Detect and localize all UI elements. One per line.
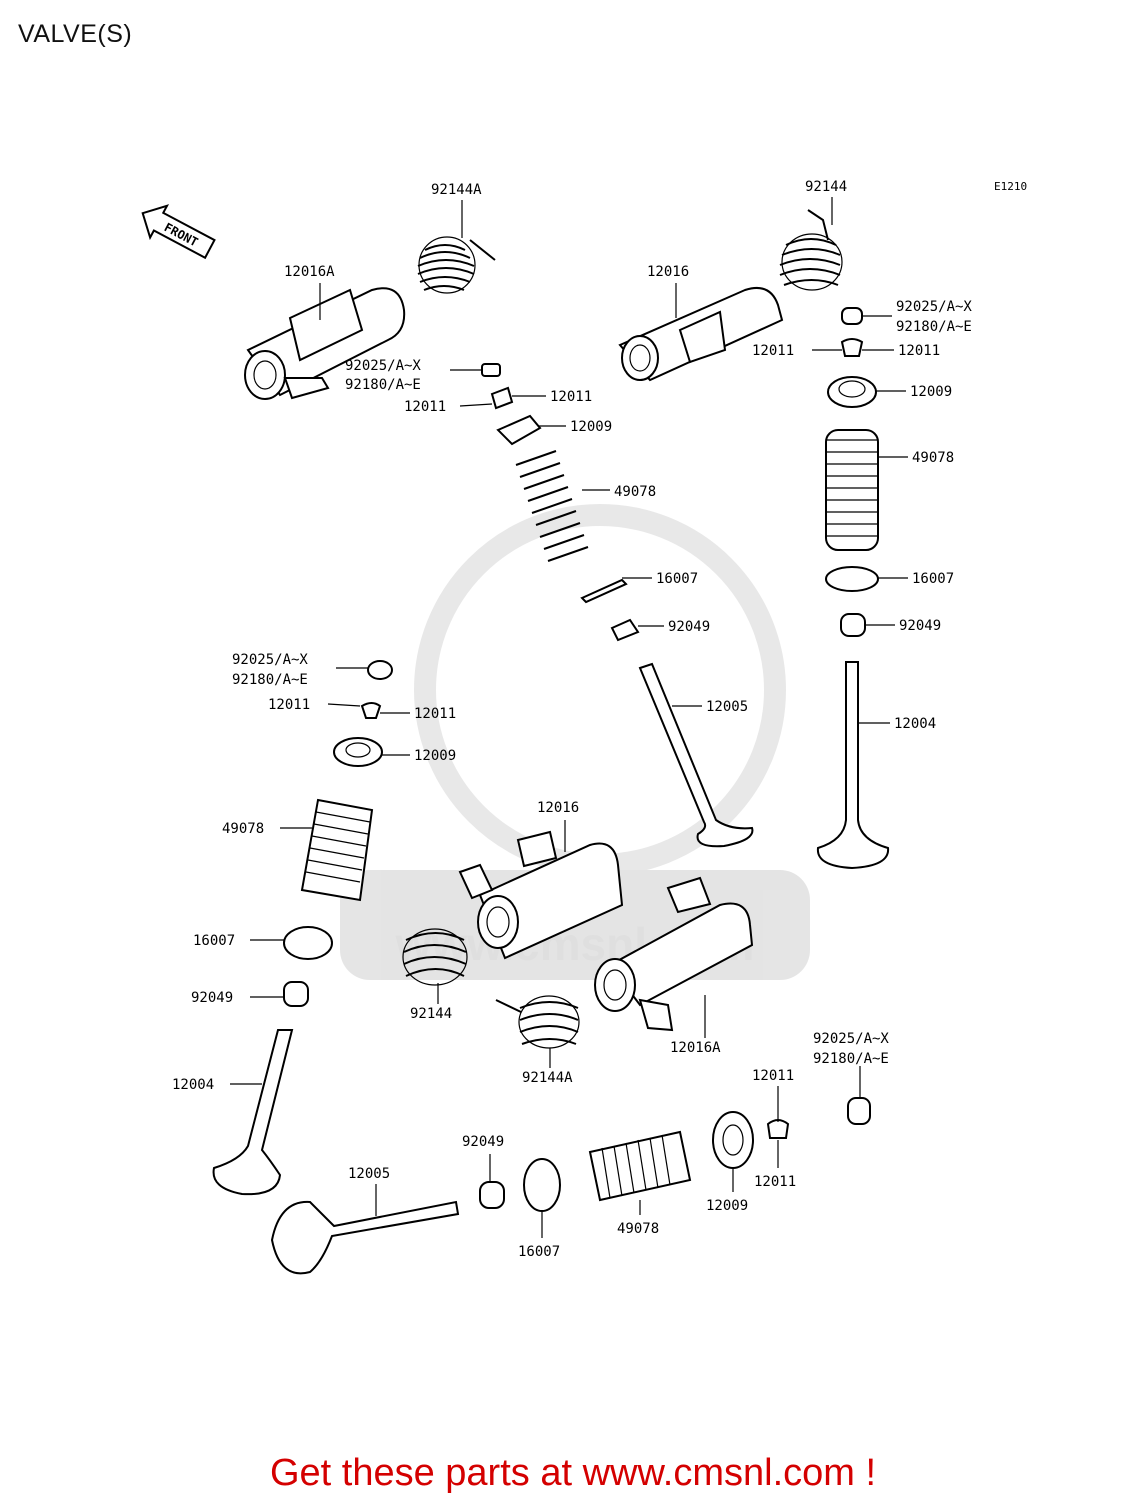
valve-12004-left[interactable] (212, 1029, 294, 1196)
callout-retainer-left: 12009 (414, 748, 456, 764)
rocker-arm-12016a-top[interactable] (244, 287, 406, 400)
callout-vspring-bottom: 49078 (617, 1221, 659, 1237)
callout-retainer-tr: 12009 (910, 384, 952, 400)
rocker-arm-12016-bottom[interactable] (458, 830, 624, 960)
spring-92144a-bottom[interactable] (495, 995, 580, 1049)
callout-shim-bottom-1: 92025/A~X (813, 1031, 889, 1047)
callout-cotter-tr-l: 12011 (752, 343, 794, 359)
valve-spring-bottom[interactable] (588, 1130, 692, 1202)
cotter-left[interactable] (360, 702, 382, 719)
callout-shim-tr-1: 92025/A~X (896, 299, 972, 315)
spring-92144-top[interactable] (779, 209, 843, 291)
callout-retainer-mid: 12009 (570, 419, 612, 435)
callout-12016a-top: 12016A (284, 264, 335, 280)
valve-12005-mid[interactable] (638, 662, 754, 848)
valve-seal-left[interactable] (283, 981, 309, 1007)
callout-vspring-mid: 49078 (614, 484, 656, 500)
retainer-bottom[interactable] (712, 1111, 754, 1169)
callout-cotter-bottom-b: 12011 (754, 1174, 796, 1190)
spring-92144a-top[interactable] (417, 236, 496, 294)
shim-left[interactable] (367, 660, 393, 680)
callout-cotter-left-l: 12011 (268, 697, 310, 713)
front-arrow-icon: FRONT (141, 204, 216, 260)
valve-12004-top-right[interactable] (816, 661, 890, 870)
callout-cotter-mid-l: 12011 (404, 399, 446, 415)
retainer-left[interactable] (333, 737, 383, 767)
callout-shim-tr-2: 92180/A~E (896, 319, 972, 335)
valve-spring-mid[interactable] (515, 450, 589, 562)
diagram-code: E1210 (994, 180, 1027, 193)
spring-92144-bottom[interactable] (402, 928, 468, 986)
callout-shim-bottom-2: 92180/A~E (813, 1051, 889, 1067)
callout-seat-tr: 16007 (912, 571, 954, 587)
callout-shim-left-2: 92180/A~E (232, 672, 308, 688)
spring-seat-bottom[interactable] (523, 1158, 561, 1212)
callout-shim-mid-1: 92025/A~X (345, 358, 421, 374)
callout-cotter-tr-r: 12011 (898, 343, 940, 359)
callout-valve-tr: 12004 (894, 716, 936, 732)
callout-vspring-left: 49078 (222, 821, 264, 837)
callout-92144-bottom: 92144 (410, 1006, 452, 1022)
cta-link[interactable]: Get these parts at www.cmsnl.com ! (269, 1452, 877, 1494)
callout-92144a-bottom: 92144A (522, 1070, 573, 1086)
callout-valve-left: 12004 (172, 1077, 214, 1093)
cotter-mid[interactable] (490, 386, 514, 410)
callout-cotter-mid-r: 12011 (550, 389, 592, 405)
callout-seal-tr: 92049 (899, 618, 941, 634)
valve-seal-top-right[interactable] (840, 613, 866, 637)
callout-cotter-bottom-t: 12011 (752, 1068, 794, 1084)
page-title: VALVE(S) (18, 20, 133, 48)
retainer-mid[interactable] (496, 414, 542, 446)
callout-12016a-bottom: 12016A (670, 1040, 721, 1056)
callout-92144-top: 92144 (805, 179, 847, 195)
spring-seat-left[interactable] (283, 926, 333, 960)
callout-cotter-left-r: 12011 (414, 706, 456, 722)
valve-12005-bottom[interactable] (270, 1200, 460, 1275)
rocker-arm-12016-top[interactable] (618, 286, 784, 382)
callout-shim-left-1: 92025/A~X (232, 652, 308, 668)
valve-spring-left[interactable] (300, 798, 374, 902)
valve-spring-top-right[interactable] (825, 429, 879, 551)
spring-seat-top-right[interactable] (825, 566, 879, 592)
callout-retainer-bottom: 12009 (706, 1198, 748, 1214)
shim-bottom[interactable] (847, 1097, 871, 1125)
callout-92144a-top: 92144A (431, 182, 482, 198)
valve-seal-bottom[interactable] (479, 1181, 505, 1209)
shim-top-right[interactable] (841, 307, 863, 325)
callout-seal-mid: 92049 (668, 619, 710, 635)
callout-seat-mid: 16007 (656, 571, 698, 587)
callout-12016-bottom: 12016 (537, 800, 579, 816)
callout-seat-left: 16007 (193, 933, 235, 949)
callout-valve-bottom: 12005 (348, 1166, 390, 1182)
callout-valve-mid: 12005 (706, 699, 748, 715)
callout-vspring-tr: 49078 (912, 450, 954, 466)
valve-seal-mid[interactable] (610, 618, 640, 642)
cotter-bottom[interactable] (766, 1119, 790, 1139)
shim-mid[interactable] (481, 363, 501, 377)
callout-12016-top: 12016 (647, 264, 689, 280)
callout-seat-bottom: 16007 (518, 1244, 560, 1260)
callout-seal-left: 92049 (191, 990, 233, 1006)
retainer-top-right[interactable] (827, 376, 877, 408)
spring-seat-mid[interactable] (580, 578, 628, 604)
callout-shim-mid-2: 92180/A~E (345, 377, 421, 393)
callout-seal-bottom: 92049 (462, 1134, 504, 1150)
rocker-arm-12016a-bottom[interactable] (594, 876, 754, 1032)
cotter-top-right[interactable] (840, 338, 864, 357)
